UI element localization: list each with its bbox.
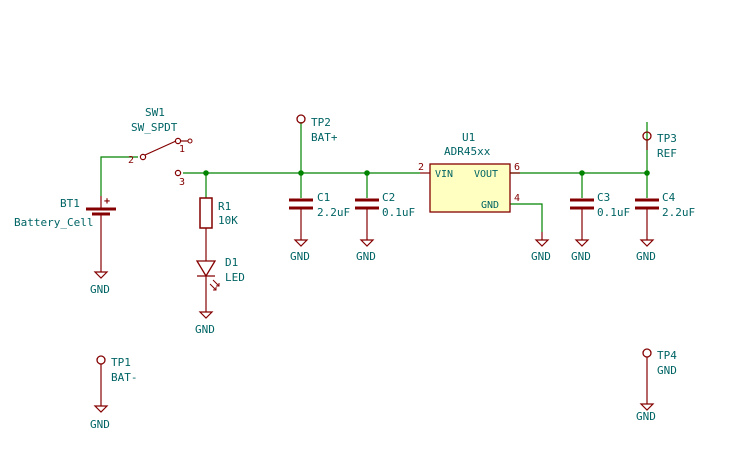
- testpoint-tp2[interactable]: TP2 BAT+: [296, 114, 338, 144]
- c4-gnd-label: GND: [636, 250, 656, 263]
- battery-bt1[interactable]: + BT1 Battery_Cell GND: [14, 196, 116, 296]
- bt1-plus-sign: +: [104, 196, 110, 207]
- bt1-value: Battery_Cell: [14, 216, 93, 229]
- c4-ref: C4: [662, 191, 676, 204]
- wires: [100, 122, 648, 232]
- switch-sw1[interactable]: 2 1 3 SW1 SW_SPDT: [128, 106, 193, 188]
- r1-value: 10K: [218, 214, 238, 227]
- capacitor-c4[interactable]: C4 2.2uF GND: [635, 191, 695, 263]
- c3-ref: C3: [597, 191, 610, 204]
- sw1-pin3: 3: [179, 177, 185, 188]
- c3-value: 0.1uF: [597, 206, 630, 219]
- c2-gnd-label: GND: [356, 250, 376, 263]
- u1-pin-vout: 6: [514, 162, 520, 173]
- c1-value: 2.2uF: [317, 206, 350, 219]
- bt1-gnd-label: GND: [90, 283, 110, 296]
- tp1-ref: TP1: [111, 356, 131, 369]
- tp1-gnd-label: GND: [90, 418, 110, 431]
- bt1-ref: BT1: [60, 197, 80, 210]
- u1-ref: U1: [462, 131, 475, 144]
- u1-pin-gnd: 4: [514, 193, 520, 204]
- junctions: [203, 170, 650, 176]
- r1-ref: R1: [218, 200, 231, 213]
- wire-battery-to-switch: [100, 156, 138, 196]
- tp2-ref: TP2: [311, 116, 331, 129]
- sw1-pin2: 2: [128, 155, 134, 166]
- d1-ref: D1: [225, 256, 238, 269]
- testpoint-tp3[interactable]: TP3 REF: [642, 131, 677, 160]
- u1-gnd-label: GND: [531, 250, 551, 263]
- tp4-value: GND: [657, 364, 677, 377]
- d1-value: LED: [225, 271, 245, 284]
- ic-u1[interactable]: U1 ADR45xx VIN VOUT GND 2 6 4 GND: [418, 131, 551, 263]
- capacitor-c3[interactable]: C3 0.1uF GND: [570, 191, 630, 263]
- junction-dot: [203, 170, 209, 176]
- tp4-gnd-label: GND: [636, 410, 656, 423]
- c2-ref: C2: [382, 191, 395, 204]
- c1-gnd-label: GND: [290, 250, 310, 263]
- sw1-value: SW_SPDT: [131, 121, 178, 134]
- tp2-value: BAT+: [311, 131, 338, 144]
- tp3-ref: TP3: [657, 132, 677, 145]
- u1-pin-vin: 2: [418, 162, 424, 173]
- c1-ref: C1: [317, 191, 330, 204]
- capacitor-c1[interactable]: C1 2.2uF GND: [289, 191, 350, 263]
- c3-gnd-label: GND: [571, 250, 591, 263]
- junction-dot: [644, 170, 650, 176]
- u1-vout-label: VOUT: [474, 169, 498, 180]
- tp4-ref: TP4: [657, 349, 677, 362]
- led-d1[interactable]: D1 LED GND: [195, 256, 245, 336]
- resistor-r1[interactable]: R1 10K: [199, 197, 238, 261]
- tp1-value: BAT-: [111, 371, 138, 384]
- testpoint-tp1[interactable]: TP1 BAT- GND: [90, 355, 138, 431]
- junction-dot: [298, 170, 304, 176]
- junction-dot: [579, 170, 585, 176]
- sw1-ref: SW1: [145, 106, 165, 119]
- u1-vin-label: VIN: [435, 169, 453, 180]
- sw1-pin1: 1: [179, 144, 185, 155]
- u1-gnd-pin-label: GND: [481, 200, 499, 211]
- testpoint-tp4[interactable]: TP4 GND GND: [636, 348, 677, 423]
- wire-u1-gnd: [510, 203, 543, 232]
- c4-value: 2.2uF: [662, 206, 695, 219]
- tp3-value: REF: [657, 147, 677, 160]
- c2-value: 0.1uF: [382, 206, 415, 219]
- d1-gnd-label: GND: [195, 323, 215, 336]
- capacitor-c2[interactable]: C2 0.1uF GND: [355, 191, 415, 263]
- u1-value: ADR45xx: [444, 145, 491, 158]
- junction-dot: [364, 170, 370, 176]
